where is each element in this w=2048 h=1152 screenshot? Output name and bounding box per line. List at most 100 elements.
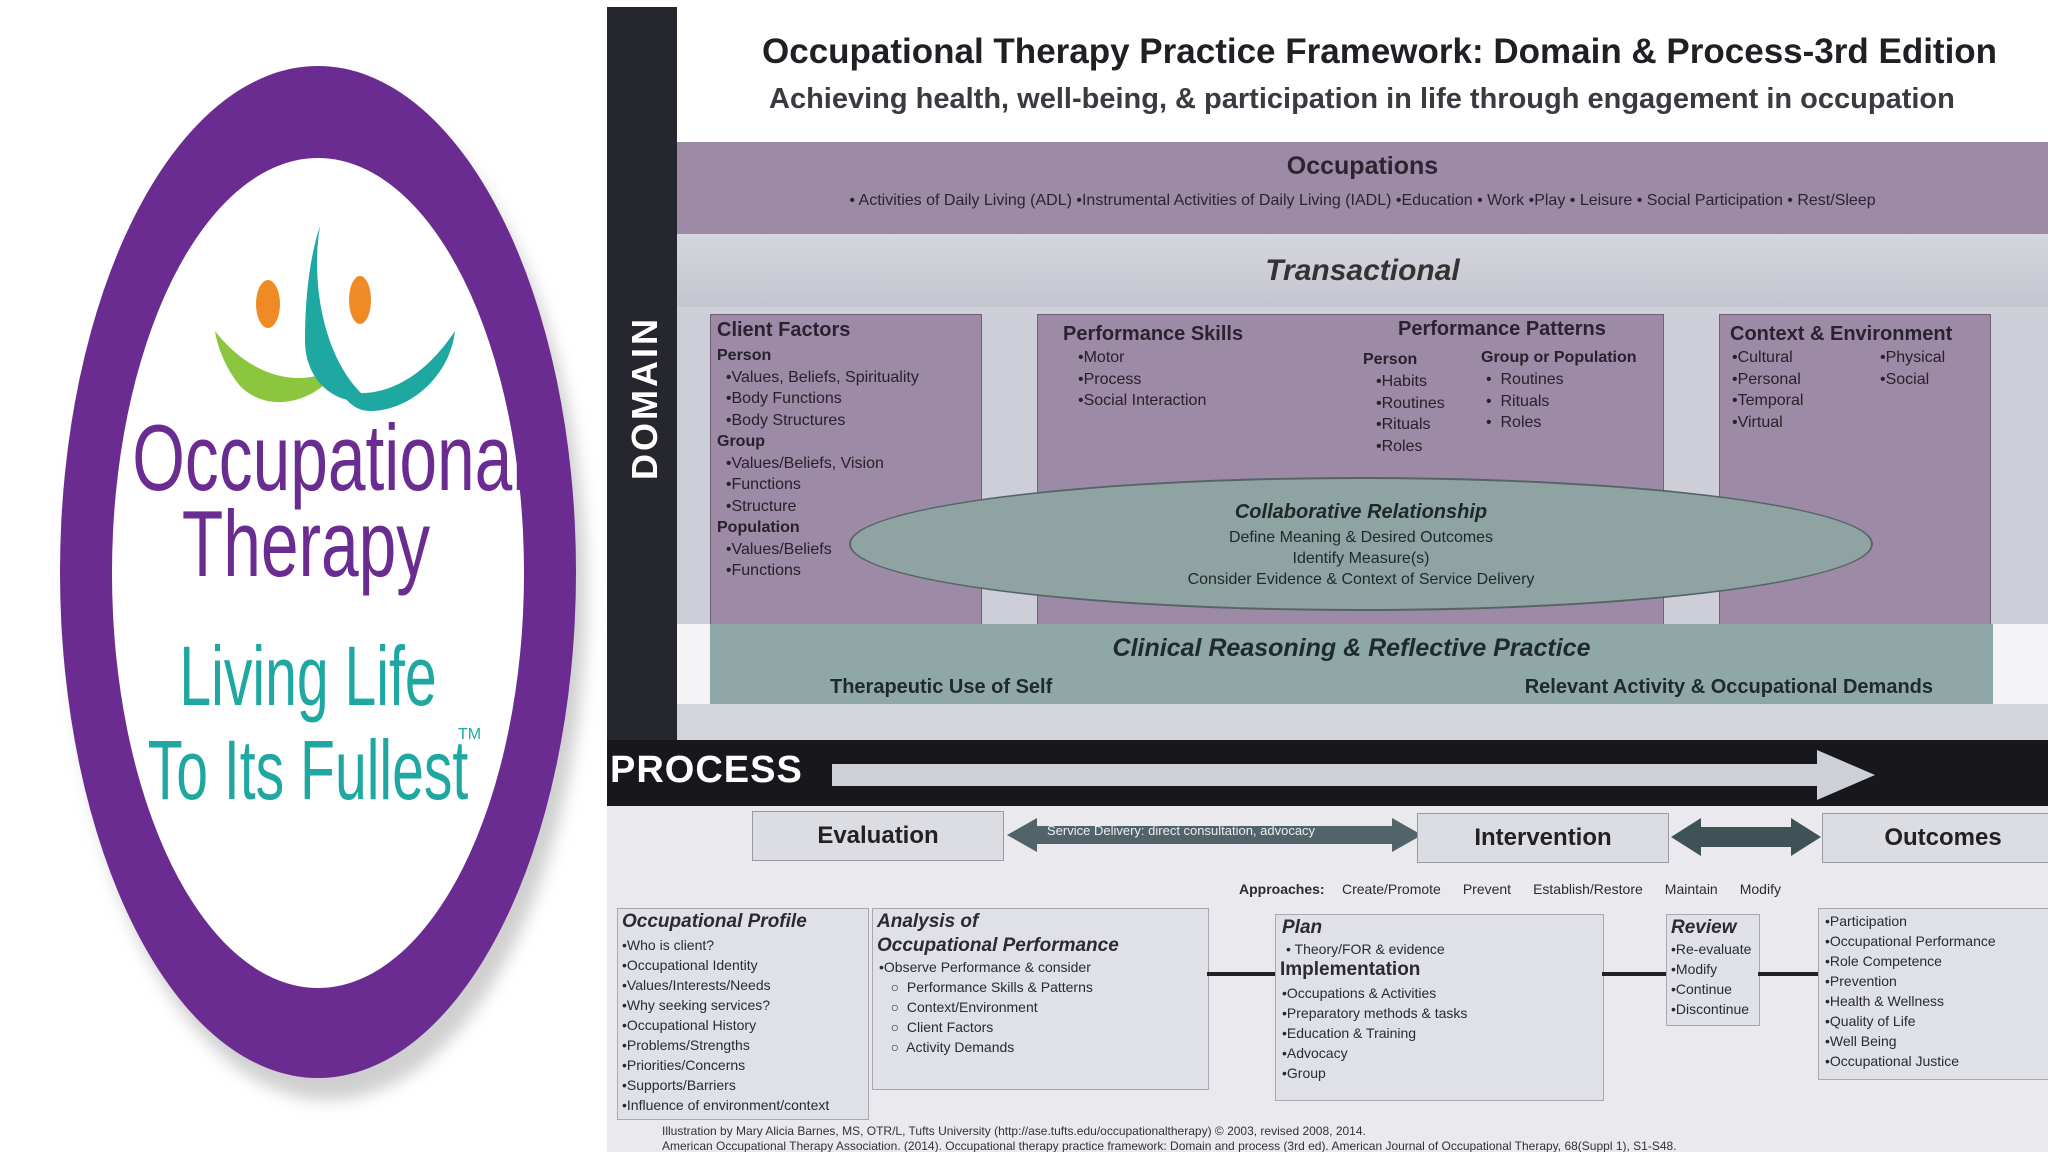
implementation-title: Implementation <box>1280 959 1421 980</box>
context-list-left: •Cultural•Personal•Temporal•Virtual <box>1732 347 1803 433</box>
logo-figures-icon <box>215 226 455 411</box>
implementation-item: •Group <box>1282 1065 1326 1081</box>
ot-framework-diagram: DOMAIN Occupational Therapy Practice Fra… <box>607 7 2048 1152</box>
analysis-item: ○ Activity Demands <box>879 1039 1015 1055</box>
analysis-title-2: Occupational Performance <box>877 935 1119 956</box>
client-factor-item: •Functions <box>717 476 801 493</box>
logo-therapy: Therapy <box>181 491 431 596</box>
collaborative-item: Consider Evidence & Context of Service D… <box>1187 571 1535 588</box>
analysis-title-1: Analysis of <box>877 911 979 932</box>
client-factor-item: •Body Functions <box>717 390 842 407</box>
context-list-right: •Physical•Social <box>1880 347 1945 390</box>
service-delivery-label: Service Delivery: direct consultation, a… <box>1047 823 1316 838</box>
occupational-profile-item: •Occupational History <box>622 1017 757 1033</box>
pattern-person-item: •Routines <box>1376 394 1445 412</box>
approach-item: Modify <box>1739 881 1781 897</box>
outcomes-box: •Participation •Occupational Performance •… <box>1818 908 2048 1080</box>
implementation-item: •Advocacy <box>1282 1045 1348 1061</box>
outcome-item: •Occupational Performance <box>1825 933 1996 949</box>
context-item: •Physical <box>1880 349 1946 366</box>
process-label: PROCESS <box>610 749 803 791</box>
ot-logo: Occupational Therapy Living Life To Its … <box>60 66 586 1100</box>
plan-title: Plan <box>1282 917 1323 938</box>
analysis-item: •Observe Performance & consider <box>879 959 1091 975</box>
outcomes-stage: Outcomes <box>1822 813 2048 863</box>
transactional-label: Transactional <box>1265 254 1460 287</box>
collaborative-item: Identify Measure(s) <box>1292 550 1430 567</box>
plan-line: • Theory/FOR & evidence <box>1286 941 1445 957</box>
review-item: •Modify <box>1671 961 1718 977</box>
title-box: Occupational Therapy Practice Framework:… <box>677 7 2048 142</box>
review-box: Review •Re-evaluate •Modify •Continue •Disc… <box>1666 914 1760 1026</box>
implementation-item: •Preparatory methods & tasks <box>1282 1005 1468 1021</box>
performance-skill-item: •Social Interaction <box>1078 392 1207 409</box>
occupational-profile-item: •Problems/Strengths <box>622 1037 750 1053</box>
occupational-profile-item: •Priorities/Concerns <box>622 1057 746 1073</box>
logo-tagline-2: To Its Fullest <box>147 723 469 817</box>
logo-tagline-1: Living Life <box>179 629 437 723</box>
client-factor-item: •Values, Beliefs, Spirituality <box>717 368 919 386</box>
review-list: •Re-evaluate •Modify •Continue •Discontinue <box>1671 939 1751 1019</box>
domain-label: DOMAIN <box>624 316 665 480</box>
client-factor-item: •Body Structures <box>717 411 846 429</box>
occupations-band: Occupations • Activities of Daily Living… <box>677 142 2048 234</box>
collaborative-ellipse: Collaborative Relationship Define Meanin… <box>849 477 1873 611</box>
pattern-person-item: •Rituals <box>1376 416 1431 433</box>
review-item: •Re-evaluate <box>1671 941 1752 957</box>
implementation-item: •Occupations & Activities <box>1282 985 1437 1001</box>
occupational-profile-item: •Occupational Identity <box>622 957 758 973</box>
pattern-group-item: • Roles <box>1486 414 1542 431</box>
framework-title: Occupational Therapy Practice Framework:… <box>762 32 1998 71</box>
approach-item: Create/Promote <box>1342 881 1441 897</box>
plan-box: Plan • Theory/FOR & evidence Implementat… <box>1275 914 1604 1101</box>
outcome-item: •Well Being <box>1825 1033 1897 1049</box>
domain-bar: DOMAIN <box>607 7 677 747</box>
context-item: •Cultural <box>1732 349 1793 366</box>
approach-item: Establish/Restore <box>1533 881 1643 897</box>
patterns-group-title: Group or Population <box>1481 349 1637 366</box>
occupational-profile-title: Occupational Profile <box>622 911 807 932</box>
footer-citation: American Occupational Therapy Associatio… <box>662 1139 1677 1152</box>
client-factors-list: Person •Values, Beliefs, Spirituality •B… <box>717 345 919 582</box>
client-factor-item: Population <box>717 519 800 536</box>
client-factor-item: Person <box>717 347 772 364</box>
context-item: •Virtual <box>1732 413 1783 431</box>
client-factor-item: •Values/Beliefs <box>717 540 832 558</box>
approach-item: Maintain <box>1664 881 1718 897</box>
review-title: Review <box>1671 917 1737 938</box>
collaborative-title: Collaborative Relationship <box>1234 501 1488 523</box>
occupational-profile-item: •Supports/Barriers <box>622 1077 736 1093</box>
domain-bottom-fill <box>677 704 2048 740</box>
review-item: •Continue <box>1671 981 1732 997</box>
pattern-group-item: • Rituals <box>1486 392 1550 410</box>
relevant-activity: Relevant Activity & Occupational Demands <box>1524 676 1933 698</box>
review-item: •Discontinue <box>1671 1001 1750 1017</box>
occupational-profile-item: •Values/Interests/Needs <box>622 977 771 993</box>
approaches-label: Approaches: <box>1239 881 1325 897</box>
transactional-divider <box>677 307 2048 317</box>
logo-occupational: Occupational <box>132 405 528 510</box>
plan-review-connector <box>1602 972 1666 976</box>
outcome-item: •Prevention <box>1825 973 1897 989</box>
occupational-profile-item: •Why seeking services? <box>622 997 771 1013</box>
occupational-profile-item: •Who is client? <box>622 937 715 953</box>
analysis-list: •Observe Performance & consider ○ Perfor… <box>879 957 1093 1057</box>
outcomes-list: •Participation •Occupational Performance •… <box>1825 911 1996 1071</box>
patterns-person-title: Person <box>1363 351 1418 368</box>
analysis-item: ○ Performance Skills & Patterns <box>879 979 1093 995</box>
client-factor-item: •Functions <box>717 562 801 579</box>
intervention-outcomes-arrow-icon <box>1671 818 1821 856</box>
evaluation-stage: Evaluation <box>752 811 1004 861</box>
analysis-item: ○ Context/Environment <box>879 999 1038 1015</box>
therapeutic-use-of-self: Therapeutic Use of Self <box>830 676 1053 698</box>
outcome-item: •Occupational Justice <box>1825 1053 1960 1069</box>
analysis-box: Analysis of Occupational Performance •Ob… <box>872 908 1209 1090</box>
framework-subtitle: Achieving health, well-being, & particip… <box>769 83 1955 115</box>
performance-skill-item: •Motor <box>1078 349 1125 366</box>
process-bar: PROCESS <box>607 740 2048 806</box>
implementation-item: •Education & Training <box>1282 1025 1417 1041</box>
outcome-item: •Participation <box>1825 913 1907 929</box>
pattern-person-item: •Habits <box>1376 373 1427 390</box>
performance-skills-title: Performance Skills <box>1063 323 1244 345</box>
